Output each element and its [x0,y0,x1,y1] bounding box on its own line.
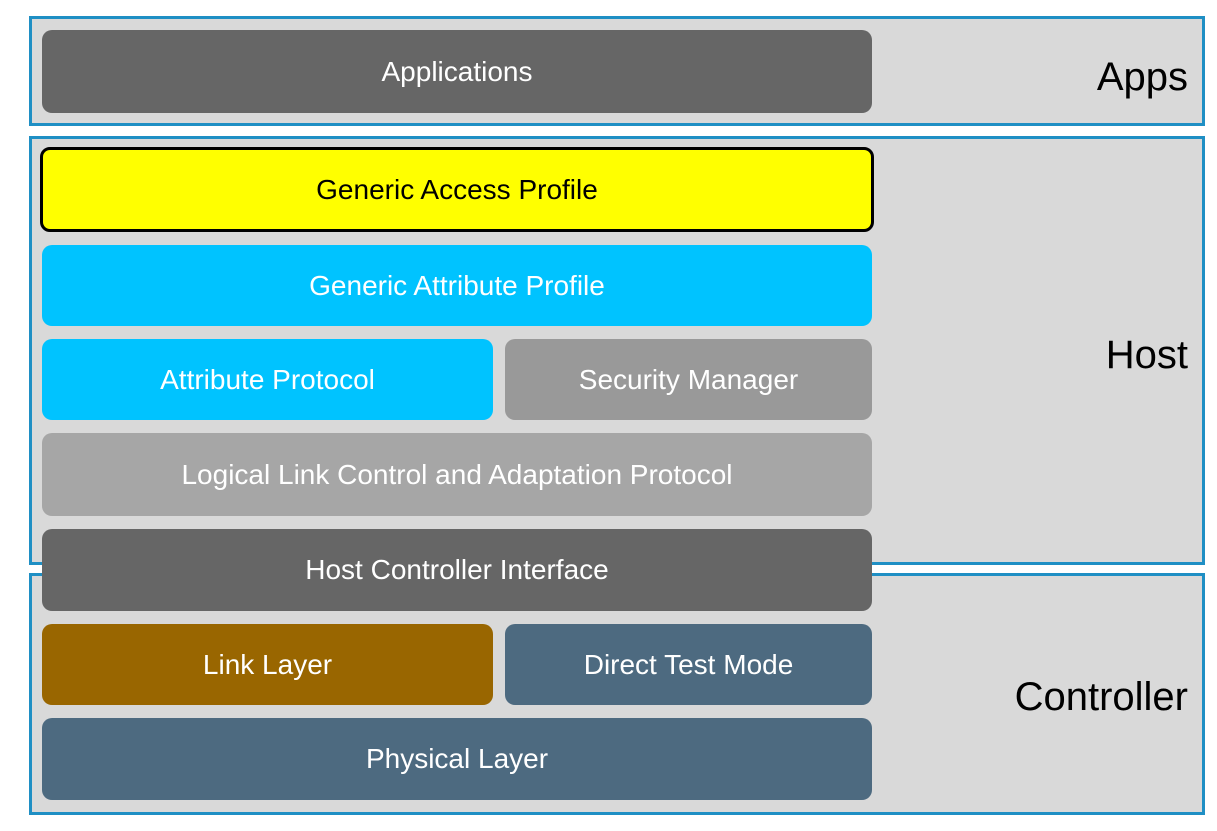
applications-block: Applications [42,30,872,113]
host-controller-interface-label: Host Controller Interface [305,554,609,585]
controller-section-label: Controller [1014,675,1188,719]
l2cap-block: Logical Link Control and Adaptation Prot… [42,433,872,516]
generic-access-profile-label: Generic Access Profile [316,173,598,205]
link-layer-label: Link Layer [202,648,333,680]
physical-layer-label: Physical Layer [365,743,549,774]
link-layer-block: Link Layer [42,624,493,705]
physical-layer-block: Physical Layer [42,718,872,800]
apps-section-label: Apps [1096,55,1188,99]
generic-access-profile-block: Generic Access Profile [40,147,874,232]
attribute-protocol-block: Attribute Protocol [42,339,493,420]
applications-label: Applications [381,55,533,87]
direct-test-mode-label: Direct Test Mode [583,648,794,680]
attribute-protocol-label: Attribute Protocol [160,363,375,395]
security-manager-block: Security Manager [505,339,872,420]
security-manager-label: Security Manager [578,363,799,395]
generic-attribute-profile-label: Generic Attribute Profile [309,269,605,301]
generic-attribute-profile-block: Generic Attribute Profile [42,245,872,326]
direct-test-mode-block: Direct Test Mode [505,624,872,705]
l2cap-label: Logical Link Control and Adaptation Prot… [181,458,733,490]
host-controller-interface-block: Host Controller Interface [42,529,872,611]
host-section-label: Host [1105,333,1188,377]
